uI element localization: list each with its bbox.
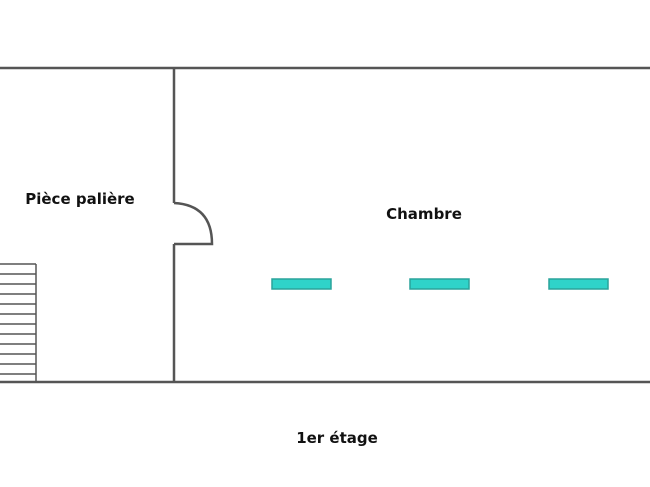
walls — [0, 66, 650, 384]
room-label-landing: Pièce palière — [25, 190, 134, 208]
door-swing — [173, 201, 214, 246]
window-3 — [548, 278, 609, 290]
staircase — [0, 263, 37, 382]
window-2 — [409, 278, 470, 290]
floor-label: 1er étage — [296, 429, 378, 447]
room-label-bedroom: Chambre — [386, 205, 462, 223]
window-1 — [271, 278, 332, 290]
windows — [271, 278, 609, 290]
